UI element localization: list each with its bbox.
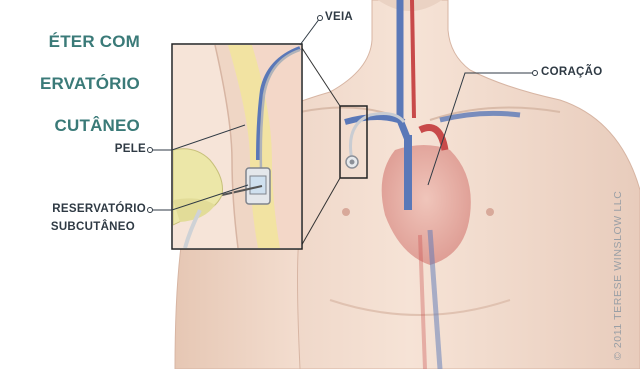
nipple-right xyxy=(486,208,494,216)
title-line-2: ERVATÓRIO xyxy=(0,73,140,94)
label-heart: CORAÇÃO xyxy=(541,66,603,78)
nipple-left xyxy=(342,208,350,216)
copyright-credit: © 2011 TERESE WINSLOW LLC xyxy=(612,191,624,360)
leader-vein xyxy=(300,18,320,45)
diagram-title: ÉTER COM ERVATÓRIO CUTÂNEO xyxy=(0,10,140,157)
title-line-1: ÉTER COM xyxy=(0,31,140,52)
label-reservoir-line-1: RESERVATÓRIO xyxy=(16,203,146,215)
label-vein: VEIA xyxy=(325,11,353,23)
inset-detail xyxy=(172,44,302,249)
title-line-3: CUTÂNEO xyxy=(0,115,140,136)
label-skin: PELE xyxy=(90,143,146,155)
label-reservoir-line-2: SUBCUTÂNEO xyxy=(16,221,135,233)
